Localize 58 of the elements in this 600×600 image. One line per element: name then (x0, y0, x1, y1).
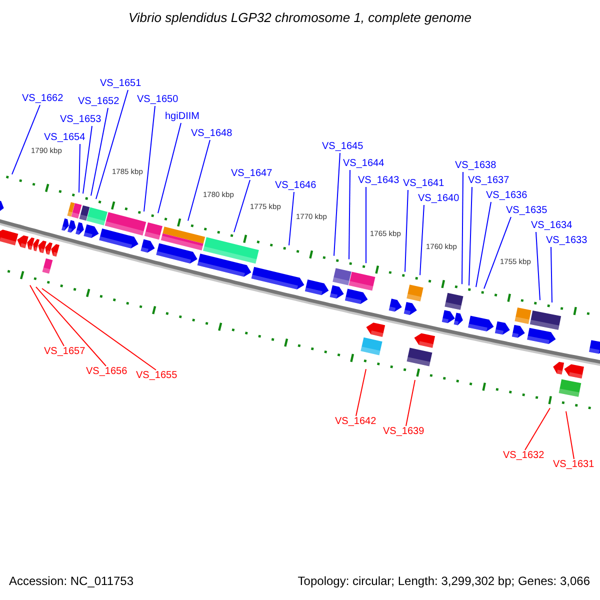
gene-label: VS_1648 (191, 128, 232, 140)
leader-line (188, 140, 210, 222)
gene-label: VS_1641 (403, 178, 444, 190)
leader-line (90, 108, 108, 196)
leader-line (406, 380, 416, 426)
gene-label: VS_1654 (44, 132, 86, 144)
gene-label: VS_1645 (322, 141, 364, 153)
gene-label: VS_1647 (231, 168, 272, 180)
gene-label: VS_1657 (44, 346, 86, 358)
leader-line (476, 202, 492, 288)
leader-line (348, 170, 350, 260)
leader-line (30, 284, 64, 346)
gene-label: VS_1636 (486, 190, 528, 202)
gene-label: VS_1652 (78, 96, 120, 108)
gene-label: VS_1635 (506, 205, 548, 217)
gene-label: VS_1656 (86, 366, 128, 378)
leader-line (158, 122, 182, 214)
leader-line (420, 204, 424, 276)
leader-line (462, 172, 464, 285)
gene-label: VS_1638 (455, 160, 496, 172)
gene-label: VS_1634 (531, 220, 572, 232)
gene-label: VS_1642 (335, 416, 376, 428)
accession-text: Accession: NC_011753 (9, 574, 134, 588)
leader-line (484, 216, 512, 290)
gene-label: VS_1653 (60, 114, 102, 126)
leader-line (36, 286, 106, 366)
leader-line (468, 186, 472, 286)
leader-line (524, 408, 550, 450)
leader-line (356, 368, 366, 416)
leader-line (78, 144, 80, 193)
gene-label: VS_1655 (136, 370, 178, 382)
gene-label: VS_1633 (546, 235, 588, 247)
leader-line (550, 246, 552, 303)
gene-label: VS_1651 (100, 78, 142, 90)
leader-line (96, 90, 128, 200)
chart-title: Vibrio splendidus LGP32 chromosome 1, complete genome (127, 10, 472, 25)
gene-label: VS_1631 (553, 459, 594, 471)
leader-line (536, 232, 540, 301)
leader-line (42, 288, 156, 370)
leader-line (12, 104, 40, 175)
gene-label: VS_1662 (22, 93, 64, 105)
gene-label: VS_1650 (137, 94, 178, 106)
gene-label: VS_1637 (468, 175, 510, 187)
leader-line (144, 106, 156, 212)
leader-line (334, 152, 340, 256)
gene-label: VS_1646 (275, 180, 316, 192)
gene-label: VS_1632 (503, 450, 544, 462)
leader-line (566, 410, 574, 460)
gene-label: VS_1643 (358, 175, 400, 187)
genome-summary-text: Topology: circular; Length: 3,299,302 bp; Genes: 3,066 (298, 574, 590, 588)
leader-line (234, 180, 250, 233)
gene-label: VS_1639 (383, 426, 424, 438)
leader-line (288, 192, 294, 246)
leader-line (82, 126, 92, 194)
leader-line (404, 190, 408, 272)
gene-label: hgiDIIM (165, 111, 200, 123)
gene-label: VS_1640 (418, 193, 460, 205)
gene-label: VS_1644 (343, 158, 384, 170)
